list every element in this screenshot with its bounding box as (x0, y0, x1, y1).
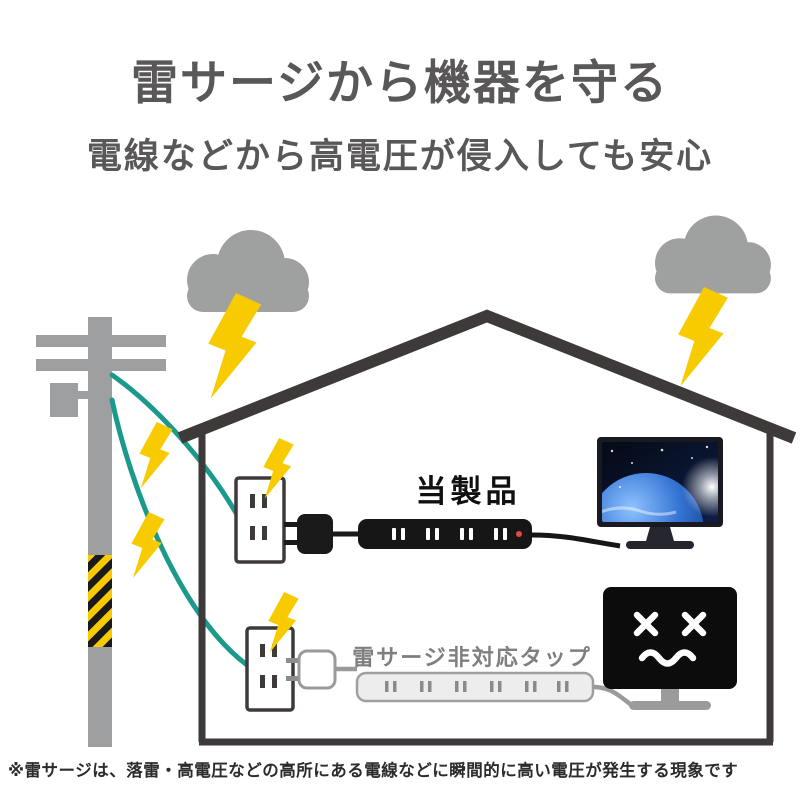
wall-outlet-top (234, 476, 286, 564)
page-title: 雷サージから機器を守る (130, 56, 670, 109)
monitor-damaged (603, 587, 737, 710)
footnote: ※雷サージは、落雷・高電圧などの高所にある電線などに瞬間的に高い電圧が発生する現… (8, 762, 739, 780)
non-surge-power-strip (355, 671, 595, 703)
house-walls (198, 433, 774, 746)
house-outline (177, 309, 797, 746)
power-line-wire-top (109, 372, 239, 516)
power-cord-top-right (531, 532, 621, 549)
power-lines (109, 372, 250, 668)
lightning-bolt-icon-wire-bottom (131, 512, 165, 579)
lightning-bolt-icon-sky-right (678, 287, 728, 387)
product-label: 当製品 (416, 474, 521, 509)
strip-indicator-light (516, 531, 522, 537)
cloud-icon-right (655, 215, 771, 294)
non-surge-label: 雷サージ非対応タップ (352, 645, 592, 670)
power-plug-top (284, 514, 333, 554)
power-cord-bottom-right (592, 684, 635, 708)
surge-illustration: 当製品 (36, 215, 797, 747)
monitor-protected (597, 437, 723, 549)
surge-protected-power-strip (358, 519, 532, 549)
wall-outlet-bottom (245, 626, 295, 712)
page-subtitle: 電線などから高電圧が侵入しても安心 (86, 137, 714, 176)
pole-hazard-stripes (88, 555, 112, 647)
power-line-wire-bottom (109, 397, 250, 668)
house-roof (177, 309, 797, 444)
lightning-bolt-icon-wire-top (139, 422, 173, 489)
utility-pole (36, 317, 166, 747)
earth-space-screen (602, 442, 718, 522)
dead-face-icon (633, 611, 707, 667)
